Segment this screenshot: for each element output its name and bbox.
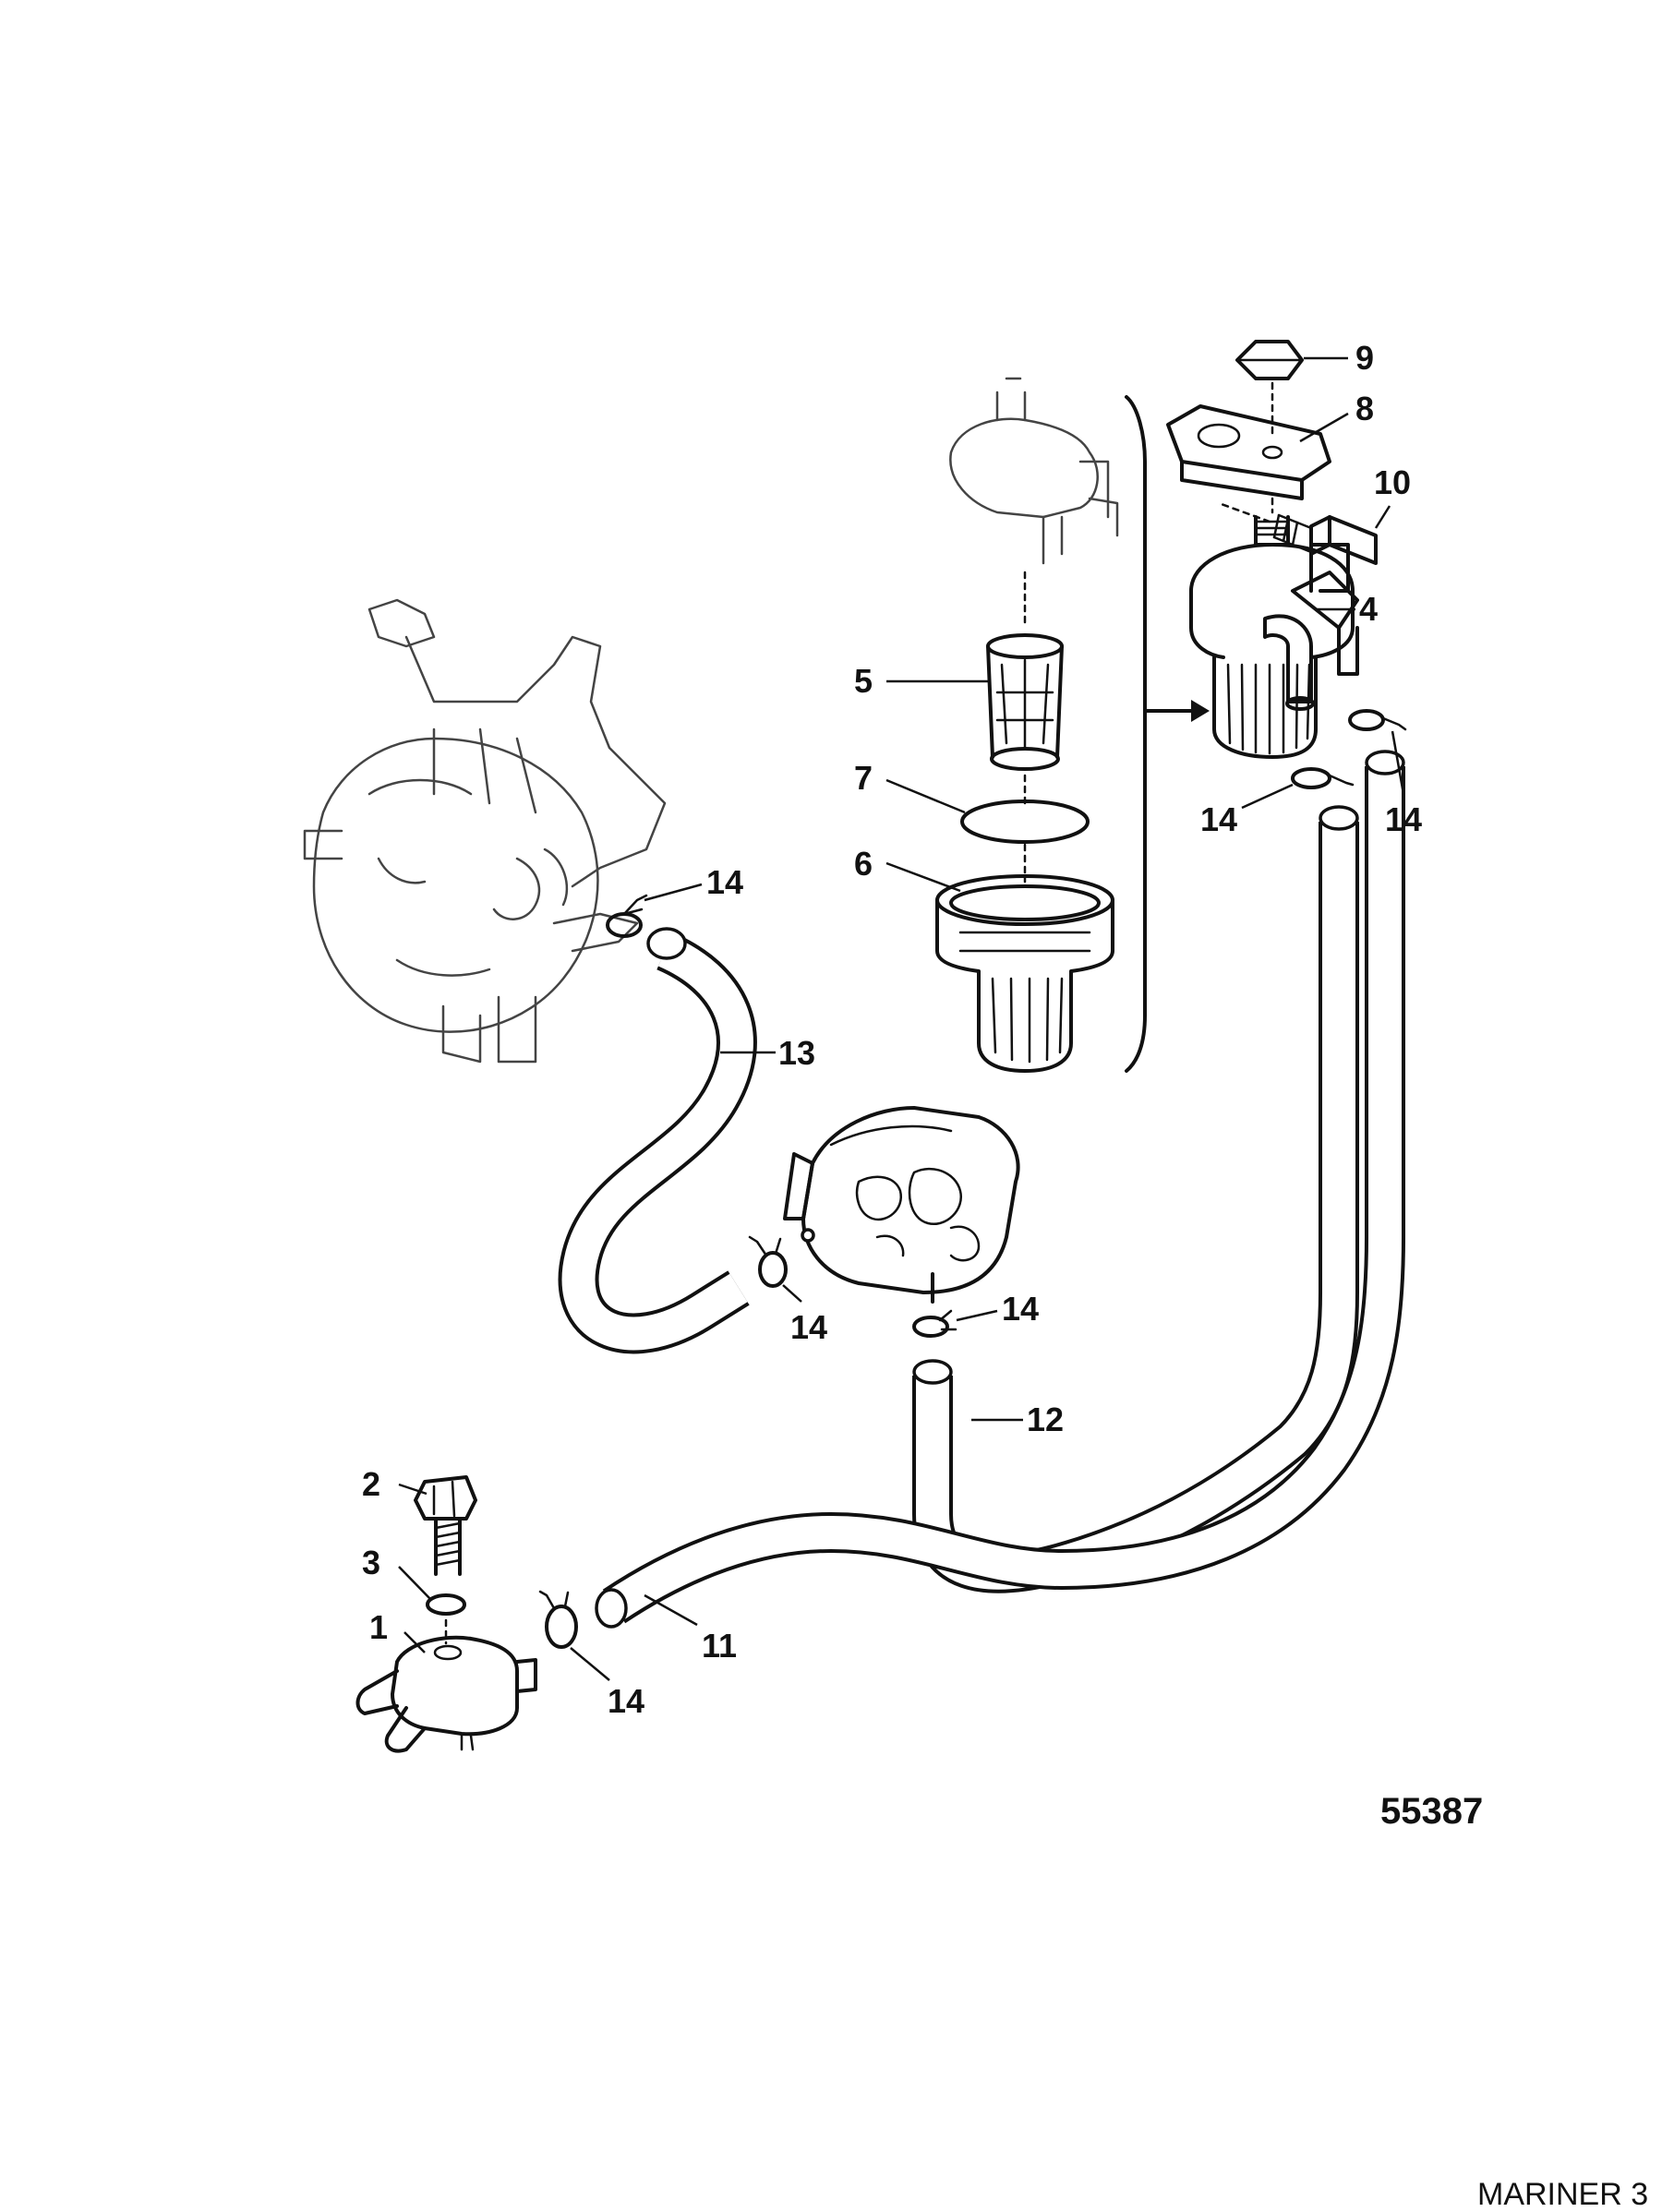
callout-1: 1 [369,1608,388,1646]
clamp-fuel-pump-inlet [748,1235,788,1288]
fuel-filter-body [1189,515,1359,759]
filter-bowl [935,874,1114,1073]
fuel-filter-assembly [1166,340,1378,759]
bolt [1217,501,1378,565]
callout-6: 6 [854,845,873,883]
callout-10: 10 [1374,463,1411,501]
fuel-filter-exploded [935,377,1210,1073]
nut [1235,340,1304,380]
carburetor-illustration [303,598,667,1064]
fuel-pump-illustration [783,1106,1020,1304]
hoses [558,750,1405,1629]
callout-11: 11 [702,1627,737,1665]
leader-lines [398,356,1405,1681]
filter-element [986,633,1064,771]
mounting-bracket [1166,404,1331,500]
figure-number: 55387 [1380,1791,1483,1832]
callout-7: 7 [854,759,873,797]
o-ring [960,799,1090,844]
callout-4: 4 [1359,590,1378,628]
clamp-fuel-pump-outlet [912,1309,957,1338]
clamp-fuel-connector [538,1590,578,1649]
fuel-connector-assembly [355,1475,537,1753]
clamp-filter-left [1291,767,1355,789]
callout-labels: 1 2 3 4 5 6 7 8 9 10 11 12 13 14 14 14 1… [362,339,1422,1720]
washer [426,1593,466,1616]
clamp-carburetor [606,894,648,938]
callout-8: 8 [1355,390,1374,427]
callout-14-fuel-connector: 14 [608,1682,644,1720]
callout-9: 9 [1355,339,1374,377]
fuel-connector [355,1635,537,1753]
callout-14-filter-right: 14 [1385,800,1422,838]
callout-14-fuel-pump-inlet: 14 [790,1308,827,1346]
hose-clamps [538,709,1407,1649]
footer-caption: MARINER 3 [1477,2177,1648,2212]
hose-11 [595,750,1405,1629]
callout-2: 2 [362,1465,380,1503]
callout-12: 12 [1027,1401,1064,1438]
callout-14-fuel-pump-outlet: 14 [1002,1290,1039,1328]
connector-bolt [414,1475,477,1576]
callout-5: 5 [854,662,873,700]
callout-14-filter-left: 14 [1200,800,1237,838]
callout-13: 13 [778,1034,815,1072]
callout-14-carburetor: 14 [706,863,743,901]
callout-3: 3 [362,1544,380,1581]
hose-13 [558,927,757,1354]
clamp-filter-right [1348,709,1407,731]
